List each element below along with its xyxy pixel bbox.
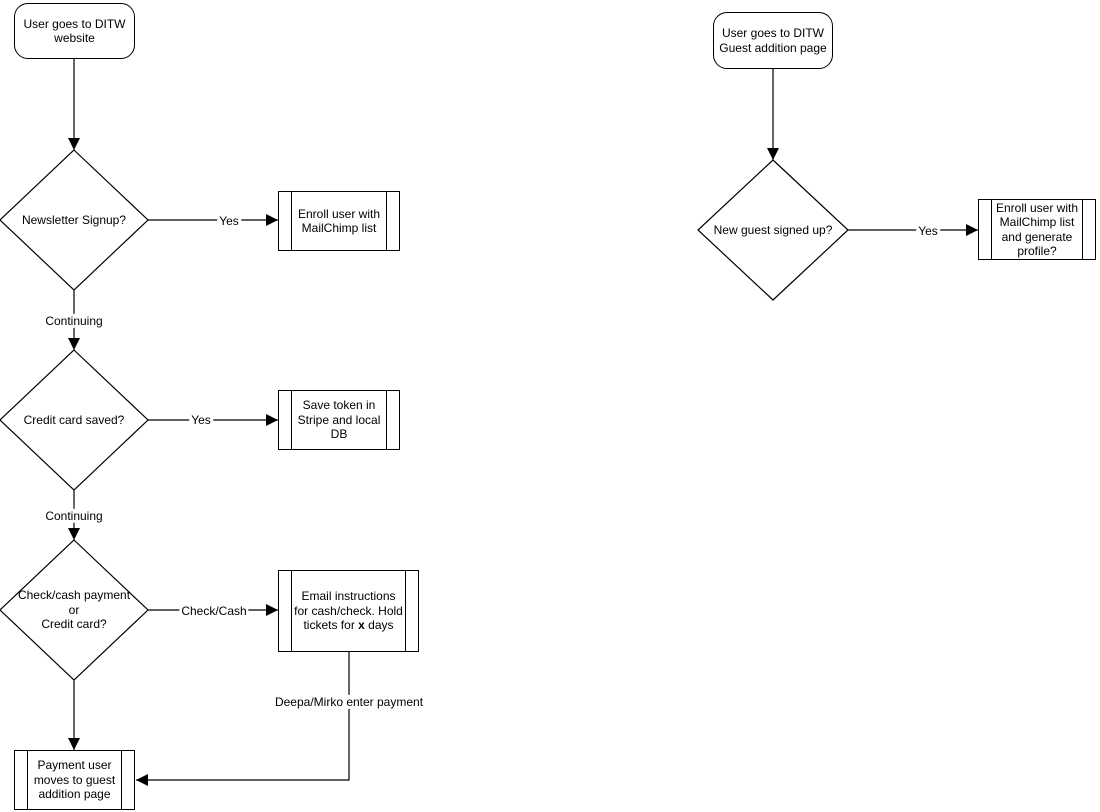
edge-deepa-mirko-enter-payment (136, 652, 350, 786)
start-node-label: User goes to DITW Guest addition page (719, 26, 827, 55)
edge-label-yes-new-guest: Yes (916, 223, 940, 239)
process-label: Enroll user with MailChimp list (297, 206, 381, 235)
process-label-end: days (364, 618, 394, 633)
process-save-token: Save token in Stripe and local DB (278, 390, 400, 450)
edge-label-continuing-1: Continuing (43, 313, 105, 329)
process-label: Enroll user with MailChimp list and gene… (995, 200, 1079, 258)
edge-label-continuing-2: Continuing (43, 508, 105, 524)
decision-newsletter-signup-shape (0, 149, 149, 291)
edge-label-yes-newsletter: Yes (217, 213, 241, 229)
process-label-start: Email instructions for cash/check. Hold … (294, 589, 403, 633)
start-node-ditw-website: User goes to DITW website (14, 3, 135, 59)
process-label: Save token in Stripe and local DB (297, 398, 381, 442)
process-label: Email instructions for cash/check. Hold … (279, 589, 418, 632)
decision-credit-card-saved-shape (0, 349, 149, 491)
process-payment-user-moves: Payment user moves to guest addition pag… (14, 750, 135, 810)
process-label-bold-x: x (358, 618, 365, 633)
edge-label-check-cash: Check/Cash (179, 603, 249, 619)
process-label: Payment user moves to guest addition pag… (33, 758, 116, 802)
start-node-guest-addition-page: User goes to DITW Guest addition page (713, 12, 833, 69)
decision-new-guest-signed-up-shape (697, 159, 849, 301)
process-enroll-generate-profile: Enroll user with MailChimp list and gene… (978, 199, 1096, 260)
decision-payment-method-shape (0, 539, 149, 681)
process-email-instructions: Email instructions for cash/check. Hold … (278, 570, 419, 652)
start-node-label: User goes to DITW website (23, 16, 126, 45)
process-enroll-mailchimp: Enroll user with MailChimp list (278, 191, 400, 251)
edge-label-yes-credit: Yes (189, 412, 213, 428)
edge-label-deepa-mirko: Deepa/Mirko enter payment (272, 694, 426, 710)
